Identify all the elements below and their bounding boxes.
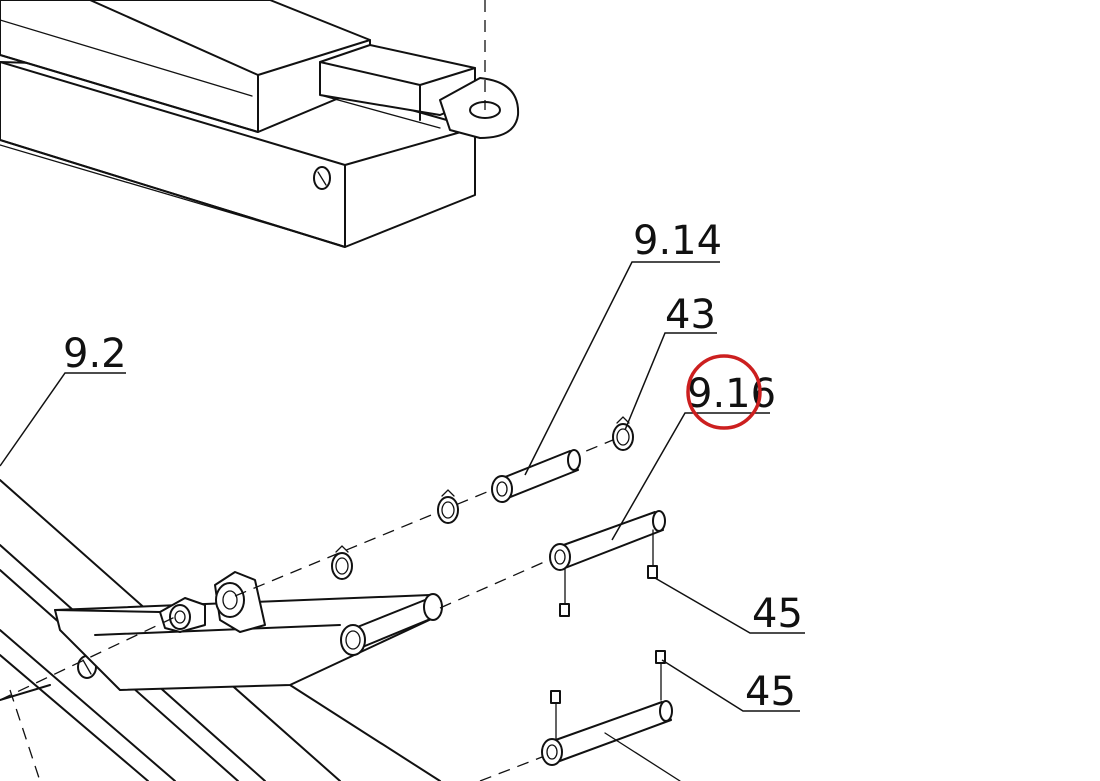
pin-bottom: [541, 650, 681, 781]
callout-9-14: 9.14: [633, 218, 722, 264]
circlip-b: [437, 489, 459, 524]
callout-9-16: 9.16: [687, 371, 776, 417]
callout-leaders: [0, 261, 805, 712]
callout-45-lower: 45: [745, 669, 796, 715]
circlip-a: [331, 545, 353, 580]
callout-43: 43: [665, 292, 716, 338]
axis-lower-pin: [439, 554, 561, 609]
pin-9-14: [491, 449, 581, 503]
lower-frame: [0, 479, 443, 781]
highlight-circle: [686, 354, 762, 430]
pin-9-16: [549, 510, 666, 617]
upper-beam: [0, 0, 520, 248]
circlip-c: [612, 416, 634, 451]
callout-9-2: 9.2: [63, 331, 127, 377]
callout-45-upper: 45: [752, 591, 803, 637]
